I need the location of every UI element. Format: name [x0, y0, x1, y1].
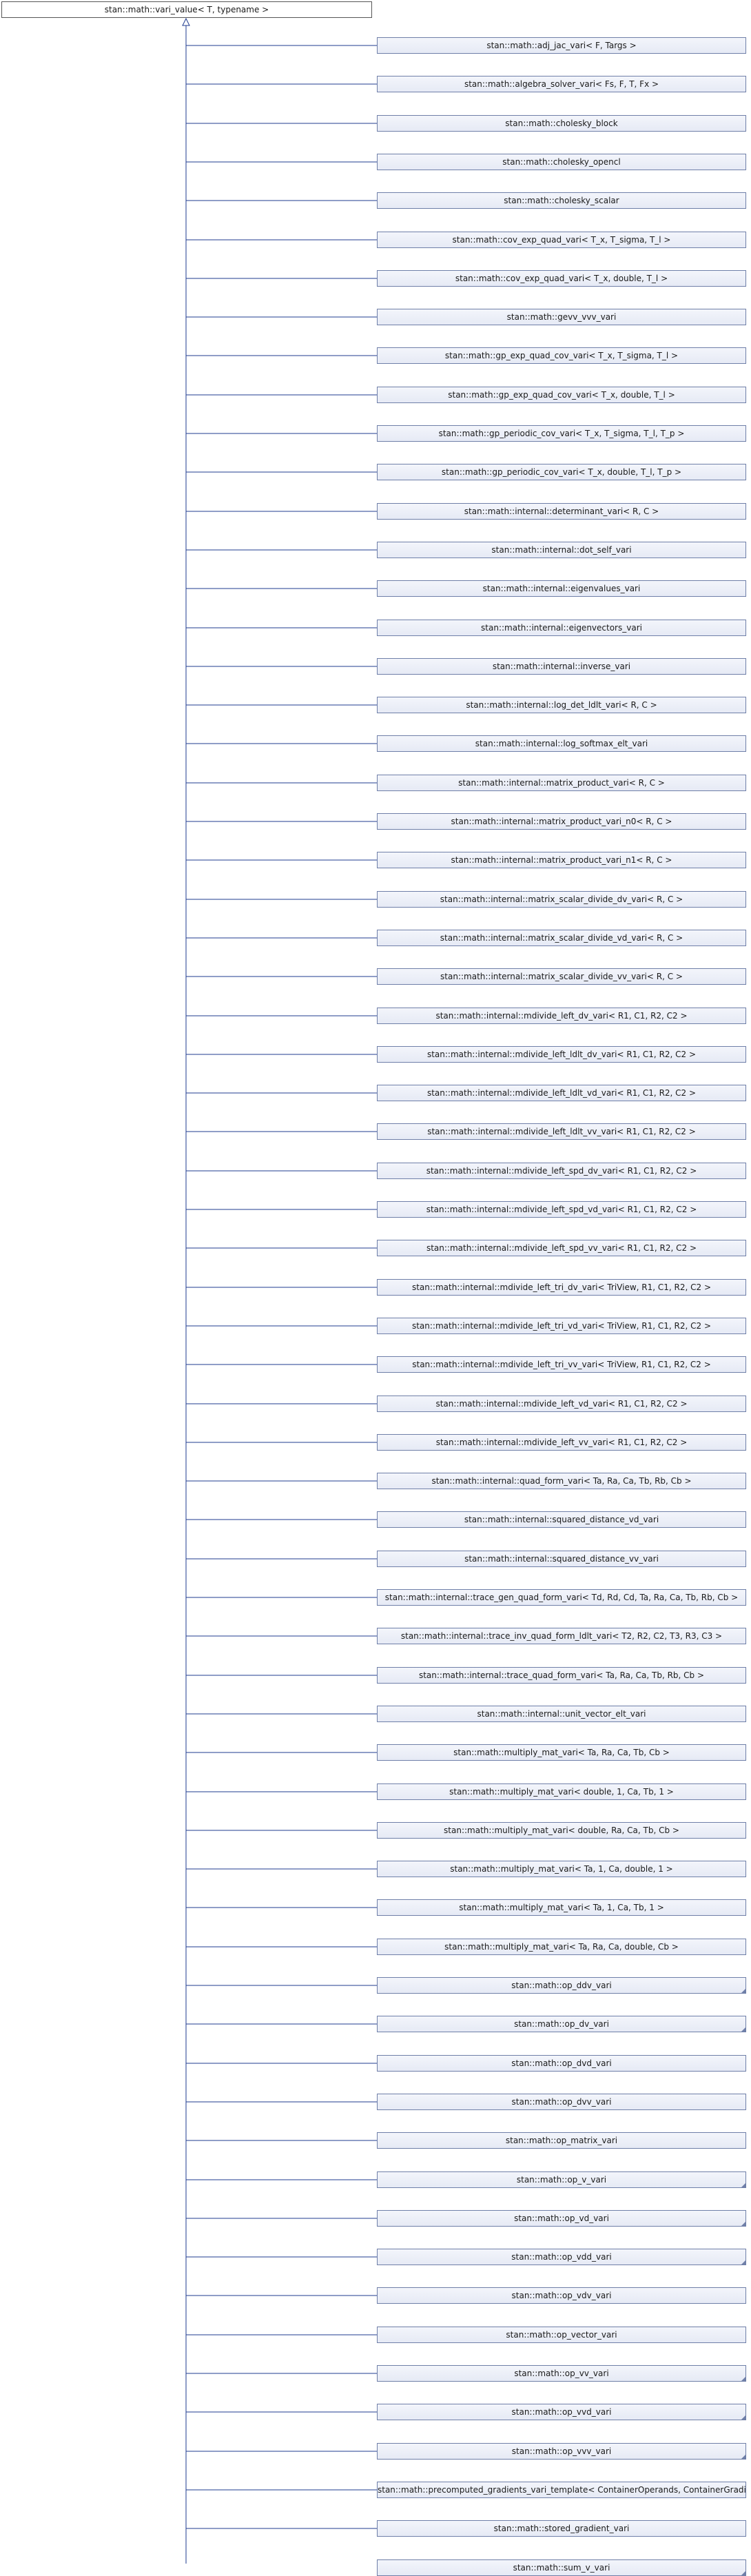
- derived-class-node[interactable]: stan::math::multiply_mat_vari< Ta, Ra, C…: [377, 1939, 746, 1955]
- derived-class-node[interactable]: stan::math::stored_gradient_vari: [377, 2520, 746, 2537]
- derived-class-node[interactable]: stan::math::gp_periodic_cov_vari< T_x, d…: [377, 464, 746, 480]
- derived-class-node[interactable]: stan::math::internal::unit_vector_elt_va…: [377, 1706, 746, 1722]
- derived-class-node[interactable]: stan::math::internal::determinant_vari< …: [377, 503, 746, 520]
- derived-class-node[interactable]: stan::math::internal::dot_self_vari: [377, 542, 746, 558]
- derived-class-node[interactable]: stan::math::internal::mdivide_left_ldlt_…: [377, 1123, 746, 1140]
- derived-class-node[interactable]: stan::math::op_vector_vari: [377, 2327, 746, 2343]
- derived-class-node[interactable]: stan::math::internal::mdivide_left_vd_va…: [377, 1396, 746, 1412]
- derived-class-node[interactable]: stan::math::adj_jac_vari< F, Targs >: [377, 37, 746, 54]
- derived-class-node[interactable]: stan::math::internal::squared_distance_v…: [377, 1511, 746, 1528]
- derived-class-node[interactable]: stan::math::multiply_mat_vari< Ta, 1, Ca…: [377, 1861, 746, 1877]
- derived-class-node[interactable]: stan::math::internal::mdivide_left_spd_v…: [377, 1201, 746, 1218]
- derived-class-node[interactable]: stan::math::sum_v_vari: [377, 2559, 746, 2576]
- derived-class-node[interactable]: stan::math::multiply_mat_vari< double, R…: [377, 1822, 746, 1839]
- derived-class-node[interactable]: stan::math::gevv_vvv_vari: [377, 309, 746, 325]
- collapsed-marker-icon: [741, 2377, 745, 2381]
- derived-class-node[interactable]: stan::math::internal::log_det_ldlt_vari<…: [377, 697, 746, 713]
- collapsed-marker-icon: [741, 2183, 745, 2187]
- derived-class-node[interactable]: stan::math::cholesky_block: [377, 115, 746, 132]
- derived-class-node[interactable]: stan::math::internal::mdivide_left_spd_v…: [377, 1240, 746, 1256]
- derived-class-node[interactable]: stan::math::internal::eigenvectors_vari: [377, 620, 746, 636]
- derived-class-node[interactable]: stan::math::op_vvd_vari: [377, 2404, 746, 2420]
- collapsed-marker-icon: [741, 2571, 745, 2575]
- derived-class-node[interactable]: stan::math::cholesky_opencl: [377, 154, 746, 170]
- derived-class-node[interactable]: stan::math::gp_exp_quad_cov_vari< T_x, d…: [377, 387, 746, 403]
- derived-class-node[interactable]: stan::math::gp_periodic_cov_vari< T_x, T…: [377, 425, 746, 442]
- derived-class-node[interactable]: stan::math::internal::inverse_vari: [377, 658, 746, 675]
- derived-class-node[interactable]: stan::math::op_dvv_vari: [377, 2094, 746, 2110]
- collapsed-marker-icon: [741, 2415, 745, 2420]
- derived-class-node[interactable]: stan::math::gp_exp_quad_cov_vari< T_x, T…: [377, 347, 746, 364]
- derived-class-node[interactable]: stan::math::internal::matrix_scalar_divi…: [377, 891, 746, 908]
- derived-class-node[interactable]: stan::math::internal::trace_inv_quad_for…: [377, 1628, 746, 1644]
- derived-class-node[interactable]: stan::math::cholesky_scalar: [377, 192, 746, 209]
- collapsed-marker-icon: [741, 2222, 745, 2226]
- derived-class-node[interactable]: stan::math::internal::mdivide_left_tri_v…: [377, 1356, 746, 1373]
- derived-class-node[interactable]: stan::math::multiply_mat_vari< double, 1…: [377, 1783, 746, 1800]
- derived-class-node[interactable]: stan::math::op_vd_vari: [377, 2210, 746, 2227]
- derived-class-node[interactable]: stan::math::internal::matrix_scalar_divi…: [377, 930, 746, 946]
- derived-class-node[interactable]: stan::math::op_vvv_vari: [377, 2443, 746, 2460]
- derived-class-node[interactable]: stan::math::internal::trace_quad_form_va…: [377, 1667, 746, 1684]
- derived-class-node[interactable]: stan::math::multiply_mat_vari< Ta, Ra, C…: [377, 1744, 746, 1761]
- collapsed-marker-icon: [741, 1989, 745, 1993]
- derived-class-node[interactable]: stan::math::internal::matrix_product_var…: [377, 813, 746, 830]
- derived-class-node[interactable]: stan::math::algebra_solver_vari< Fs, F, …: [377, 76, 746, 92]
- collapsed-marker-icon: [741, 2260, 745, 2265]
- derived-class-node[interactable]: stan::math::op_ddv_vari: [377, 1977, 746, 1994]
- collapsed-marker-icon: [741, 2455, 745, 2459]
- derived-class-node[interactable]: stan::math::internal::log_softmax_elt_va…: [377, 735, 746, 752]
- derived-class-node[interactable]: stan::math::internal::mdivide_left_ldlt_…: [377, 1085, 746, 1101]
- derived-class-node[interactable]: stan::math::internal::mdivide_left_dv_va…: [377, 1008, 746, 1024]
- derived-class-node[interactable]: stan::math::op_dv_vari: [377, 2016, 746, 2032]
- derived-class-node[interactable]: stan::math::op_dvd_vari: [377, 2055, 746, 2072]
- derived-class-node[interactable]: stan::math::multiply_mat_vari< Ta, 1, Ca…: [377, 1899, 746, 1916]
- derived-class-node[interactable]: stan::math::precomputed_gradients_vari_t…: [377, 2482, 746, 2498]
- derived-class-node[interactable]: stan::math::op_vdd_vari: [377, 2249, 746, 2265]
- derived-class-node[interactable]: stan::math::internal::matrix_scalar_divi…: [377, 968, 746, 985]
- derived-class-node[interactable]: stan::math::internal::mdivide_left_tri_v…: [377, 1318, 746, 1334]
- derived-class-node[interactable]: stan::math::internal::mdivide_left_spd_d…: [377, 1163, 746, 1179]
- derived-class-node[interactable]: stan::math::op_vdv_vari: [377, 2287, 746, 2304]
- derived-class-node[interactable]: stan::math::internal::matrix_product_var…: [377, 775, 746, 791]
- collapsed-marker-icon: [741, 2027, 745, 2032]
- root-class-node[interactable]: stan::math::vari_value< T, typename >: [1, 1, 372, 18]
- inheritance-arrowhead: [182, 17, 190, 26]
- derived-class-node[interactable]: stan::math::op_vv_vari: [377, 2365, 746, 2382]
- derived-class-node[interactable]: stan::math::internal::mdivide_left_tri_d…: [377, 1279, 746, 1296]
- derived-class-node[interactable]: stan::math::internal::mdivide_left_ldlt_…: [377, 1046, 746, 1063]
- derived-class-node[interactable]: stan::math::op_matrix_vari: [377, 2132, 746, 2149]
- derived-class-node[interactable]: stan::math::cov_exp_quad_vari< T_x, T_si…: [377, 232, 746, 248]
- derived-class-node[interactable]: stan::math::internal::trace_gen_quad_for…: [377, 1589, 746, 1606]
- derived-class-node[interactable]: stan::math::internal::matrix_product_var…: [377, 852, 746, 868]
- derived-class-node[interactable]: stan::math::internal::squared_distance_v…: [377, 1551, 746, 1567]
- derived-class-node[interactable]: stan::math::internal::quad_form_vari< Ta…: [377, 1473, 746, 1489]
- derived-class-node[interactable]: stan::math::cov_exp_quad_vari< T_x, doub…: [377, 270, 746, 287]
- derived-class-node[interactable]: stan::math::internal::mdivide_left_vv_va…: [377, 1434, 746, 1451]
- derived-class-node[interactable]: stan::math::op_v_vari: [377, 2171, 746, 2188]
- derived-class-node[interactable]: stan::math::internal::eigenvalues_vari: [377, 580, 746, 597]
